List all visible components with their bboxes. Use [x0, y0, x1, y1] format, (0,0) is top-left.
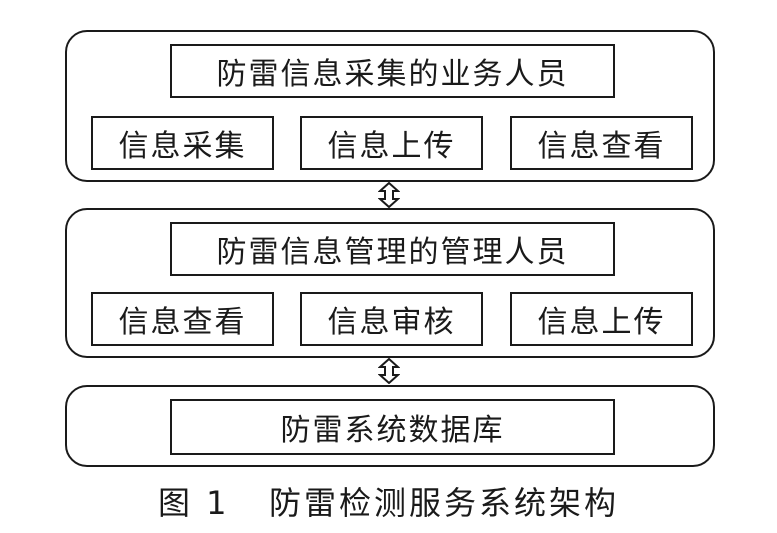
figure-caption: 图 1 防雷检测服务系统架构: [0, 478, 777, 524]
info-view-box: 信息查看: [510, 116, 693, 170]
double-arrow-icon: [378, 358, 400, 384]
double-arrow-icon: [378, 182, 400, 208]
management-staff-tier: 防雷信息管理的管理人员 信息查看 信息审核 信息上传: [65, 208, 715, 358]
info-collect-box: 信息采集: [91, 116, 274, 170]
info-upload-box: 信息上传: [300, 116, 483, 170]
management-staff-title: 防雷信息管理的管理人员: [170, 222, 615, 276]
business-staff-tier: 防雷信息采集的业务人员 信息采集 信息上传 信息查看: [65, 30, 715, 182]
database-tier: 防雷系统数据库: [65, 385, 715, 467]
database-title: 防雷系统数据库: [170, 399, 615, 455]
info-upload-box: 信息上传: [510, 292, 693, 346]
business-staff-title: 防雷信息采集的业务人员: [170, 44, 615, 98]
figure-number: 图 1: [157, 484, 230, 522]
figure-title: 防雷检测服务系统架构: [269, 484, 620, 522]
info-review-box: 信息审核: [300, 292, 483, 346]
info-view-box: 信息查看: [91, 292, 274, 346]
